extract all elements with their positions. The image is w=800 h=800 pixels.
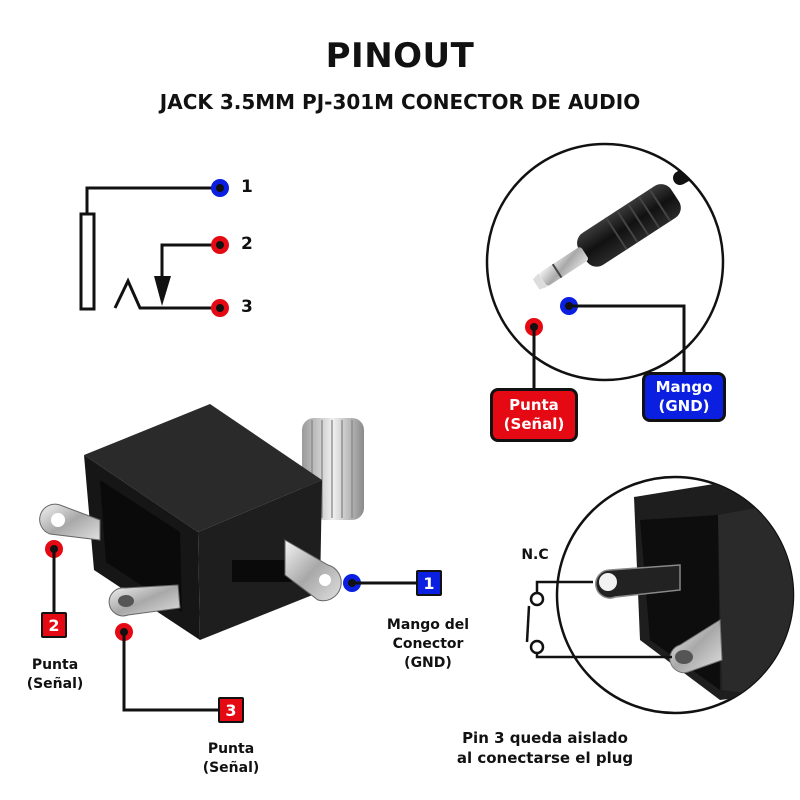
tip-tag-line1: Punta: [509, 396, 559, 414]
jack-pin3-wire: [122, 632, 218, 712]
pin1-label-line2: Conector: [392, 636, 464, 652]
pin1-label-line1: Mango del: [386, 617, 470, 633]
nc-contact-top: [529, 591, 545, 607]
pin1-label: Mango del Conector (GND): [378, 616, 478, 673]
sleeve-tag: Mango(GND): [642, 372, 726, 422]
sleeve-wire: [569, 304, 686, 372]
switch-arrow-icon: [154, 276, 171, 306]
nc-switch-blade: [525, 605, 531, 643]
sleeve-tag-line1: Mango: [655, 378, 713, 396]
pin3-label-line2: (Señal): [202, 760, 260, 776]
pin1-label-line3: (GND): [404, 655, 452, 671]
nc-wire-bottom: [535, 653, 672, 659]
pin2-label-line1: Punta: [31, 657, 79, 673]
schematic-pin1-number: 1: [241, 177, 253, 197]
nc-detail: [525, 475, 795, 715]
pin2-label-line2: (Señal): [26, 676, 84, 692]
pin1-badge: 1: [416, 570, 442, 596]
schematic-pin2-number: 2: [241, 234, 253, 254]
sleeve-tag-line2: (GND): [658, 397, 710, 415]
pin2-label: Punta (Señal): [10, 656, 100, 694]
page-subtitle: JACK 3.5MM PJ-301M CONECTOR DE AUDIO: [159, 90, 641, 114]
pin3-label: Punta (Señal): [186, 740, 276, 778]
pin3-wire: [113, 277, 220, 310]
pin2-lug: [39, 503, 101, 541]
nc-note: Pin 3 queda aislado al conectarse el plu…: [420, 728, 670, 768]
plug-detail: [485, 142, 725, 390]
pin3-label-line1: Punta: [207, 741, 255, 757]
nc-note-line2: al conectarse el plug: [456, 749, 634, 767]
jack-top-face: [84, 404, 322, 532]
pin1-wire: [85, 186, 220, 214]
jack-photo: [39, 404, 416, 712]
schematic-pin3-number: 3: [241, 297, 253, 317]
jack-schematic-symbol: [79, 179, 229, 317]
nc-note-line1: Pin 3 queda aislado: [462, 729, 628, 747]
sleeve-contact-rect: [79, 212, 96, 311]
tip-tag-line2: (Señal): [503, 415, 565, 433]
tip-tag: Punta(Señal): [490, 388, 578, 442]
pin2-wire: [160, 243, 220, 282]
pin2-badge: 2: [41, 612, 67, 638]
pin3-lug: [108, 584, 181, 617]
pin3-badge: 3: [218, 697, 244, 723]
nc-contact-bottom: [529, 639, 545, 655]
page-title: PINOUT: [325, 36, 475, 76]
nc-label: N.C: [521, 547, 549, 563]
